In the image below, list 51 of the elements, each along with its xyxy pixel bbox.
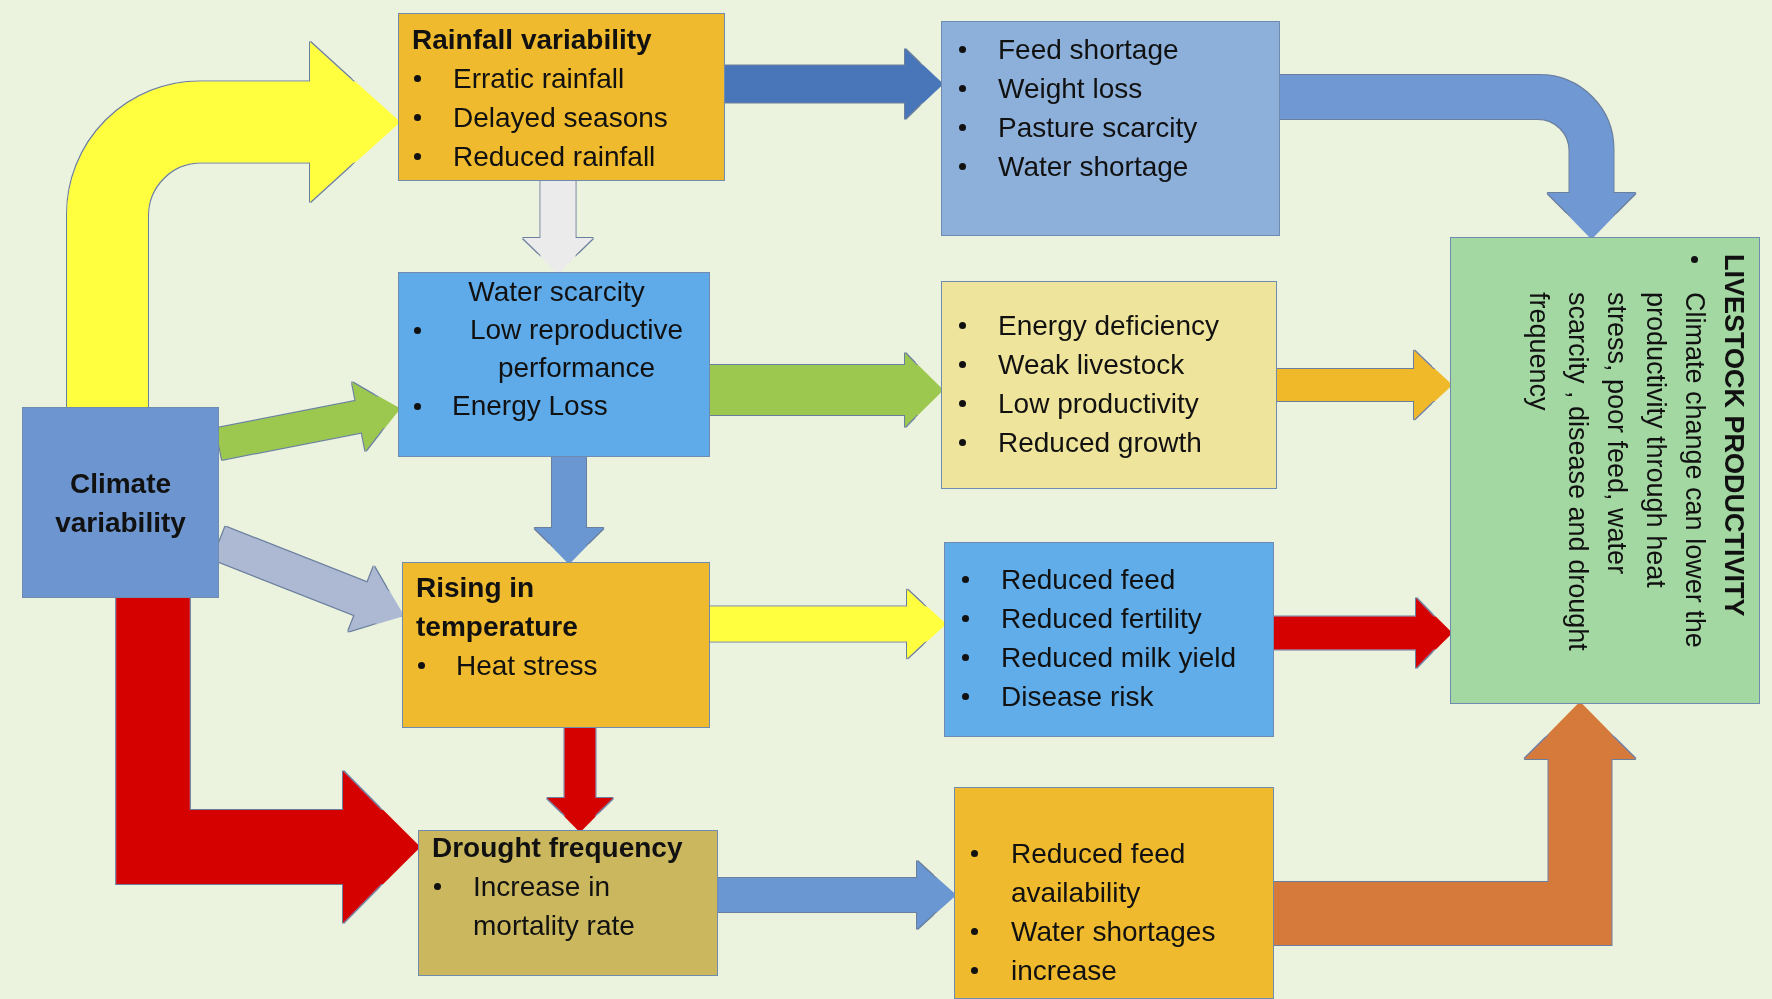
bullet-point: Reduced rainfall xyxy=(453,140,656,174)
process-box xyxy=(941,281,1277,489)
bullet-point: increase xyxy=(1011,954,1117,988)
process-box xyxy=(941,21,1280,236)
bullet-point: Climate change can lower the productivity through heat stress, poor feed, water scarcity , disease and drought frequency xyxy=(1523,292,1711,653)
bullet-point: Low reproductive performance xyxy=(468,313,685,385)
bullet-point: Reduced milk yield xyxy=(1001,641,1236,675)
bullet-point: Water shortages xyxy=(1011,915,1216,949)
bullet-point: Heat stress xyxy=(456,649,598,683)
bullet-point: Low productivity xyxy=(998,387,1199,421)
block-arrow xyxy=(547,728,613,830)
bullet-point: Reduced fertility xyxy=(1001,602,1202,636)
bullet-point: Energy Loss xyxy=(452,389,608,423)
bullet-point: Reduced growth xyxy=(998,426,1202,460)
heading: Drought frequency xyxy=(432,831,683,865)
process-box xyxy=(398,272,710,457)
block-arrow xyxy=(725,49,941,119)
block-arrow xyxy=(710,353,941,427)
heading: Rising in temperature xyxy=(416,571,579,644)
bullet-point: Feed shortage xyxy=(998,33,1179,67)
bullet-point: Weak livestock xyxy=(998,348,1185,382)
heading: Rainfall variability xyxy=(412,23,652,57)
bullet-point: Water shortage xyxy=(998,150,1189,184)
process-box xyxy=(954,787,1274,999)
bullet-point: Reduced feed availability xyxy=(1011,837,1187,910)
bullet-point: Erratic rainfall xyxy=(453,62,625,96)
bullet-point: Delayed seasons xyxy=(453,101,668,135)
process-box xyxy=(402,562,710,728)
bullet-point: Energy deficiency xyxy=(998,309,1219,343)
process-box xyxy=(1450,237,1760,704)
heading: Water scarcity xyxy=(468,275,645,309)
bullet-point: Weight loss xyxy=(998,72,1143,106)
heading: Climate variability xyxy=(54,466,187,540)
block-arrow xyxy=(710,589,944,659)
block-arrow xyxy=(1274,598,1450,668)
block-arrow xyxy=(1277,350,1450,420)
bullet-point: Pasture scarcity xyxy=(998,111,1198,145)
process-box xyxy=(418,830,718,976)
heading: LIVESTOCK PRODUCTIVITY xyxy=(1718,254,1750,617)
block-arrow xyxy=(718,861,954,929)
block-arrow xyxy=(534,457,604,562)
process-box xyxy=(944,542,1274,737)
process-box xyxy=(22,407,219,598)
block-arrow xyxy=(1274,704,1636,945)
process-box xyxy=(398,13,725,181)
block-arrow xyxy=(1280,75,1636,237)
bullet-point: Disease risk xyxy=(1001,680,1154,714)
bullet-point: Reduced feed xyxy=(1001,563,1176,597)
block-arrow xyxy=(523,181,593,272)
block-arrow xyxy=(116,598,418,923)
bullet-point: Increase in mortality rate xyxy=(473,870,636,943)
